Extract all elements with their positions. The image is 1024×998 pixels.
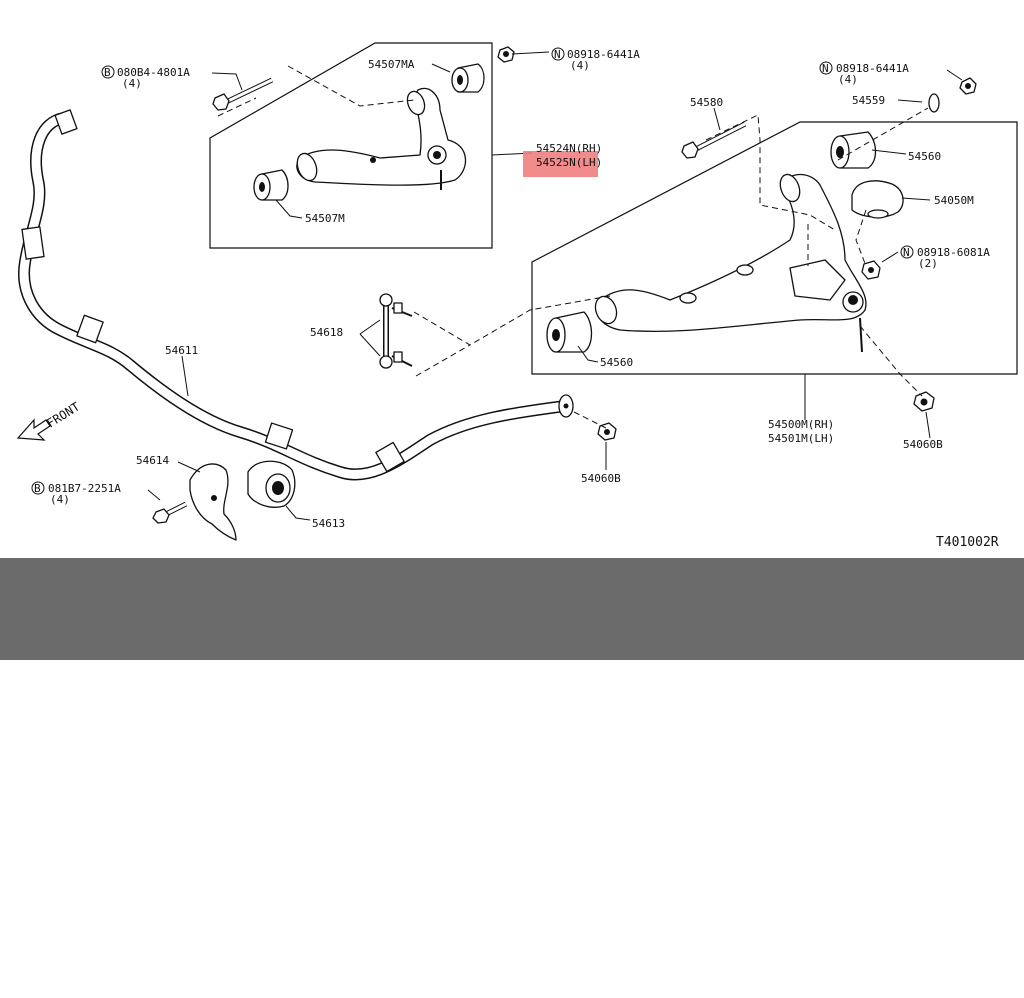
footer-short-code: N - 54525N [722,812,912,853]
bushing-54560-lower [546,311,593,353]
label-54613: 54613 [312,517,345,530]
label-nut-right-qty: (4) [838,73,858,86]
nut-54060b-right [913,391,935,412]
callouts: B 080B4-4801A (4) 54507MA N 08918-6441A … [31,47,999,550]
footer-text: NISSAN INFINITI - 54525EB70D N - 54525N [0,558,1024,853]
label-bolt-upper: 080B4-4801A [117,66,190,79]
front-label: FRONT [44,400,82,431]
bushing-54507ma [451,63,485,93]
label-bolt-upper-qty: (4) [122,77,142,90]
nut-54060b-left [597,422,617,441]
label-nut-right: 08918-6441A [836,62,909,75]
label-54559: 54559 [852,94,885,107]
circle-n-1: N [554,48,561,61]
label-54611: 54611 [165,344,198,357]
bracket-54614 [189,463,237,541]
highlight-54525n [523,151,598,177]
label-54560-lower: 54560 [600,356,633,369]
label-54501m: 54501M(LH) [768,432,834,445]
front-arrow: FRONT [16,400,82,441]
stabilizer-bar [18,109,574,481]
bushing-54507m [253,169,289,201]
label-54050m: 54050M [934,194,974,207]
label-54614: 54614 [136,454,169,467]
label-54060b-left: 54060B [581,472,621,485]
label-54060b-right: 54060B [903,438,943,451]
lower-control-arm [594,173,867,353]
circle-n-3: N [903,246,910,259]
bushing-54560-upper [830,131,877,169]
label-bolt-lower: 081B7-2251A [48,482,121,495]
lower-arm-box [531,121,1018,375]
nut-upper [497,46,515,63]
nut-right [959,77,977,95]
label-54524n: 54524N(RH) [536,142,602,155]
footer-brand-part-number: NISSAN INFINITI - 54525EB70D [102,702,653,743]
upper-control-arm [296,87,467,190]
drawing-number: T401002R [936,535,999,550]
label-54525n: 54525N(LH) [536,156,602,169]
bolt-upper [212,77,274,111]
label-nut-upper-qty: (4) [570,59,590,72]
circle-b-1: B [104,66,111,79]
bolt-lower [152,501,188,524]
label-54560-upper: 54560 [908,150,941,163]
circle-b-2: B [34,482,41,495]
label-nut-upper: 08918-6441A [567,48,640,61]
stabilizer-link-54618 [379,293,413,369]
label-nut-lower-qty: (2) [918,257,938,270]
nut-lower [861,260,881,280]
bump-stop-54050m [851,180,904,219]
label-54507ma: 54507MA [368,58,415,71]
bushing-54613 [247,460,296,508]
upper-arm-box [209,42,493,249]
bolt-54580 [681,121,747,159]
label-54580: 54580 [690,96,723,109]
label-54507m: 54507M [305,212,345,225]
footer-bar: NISSAN INFINITI - 54525EB70D N - 54525N [0,558,1024,853]
label-bolt-lower-qty: (4) [50,493,70,506]
label-54500m: 54500M(RH) [768,418,834,431]
label-54618: 54618 [310,326,343,339]
parts-diagram: B 080B4-4801A (4) 54507MA N 08918-6441A … [16,42,1018,550]
washer-54559 [928,93,940,113]
circle-n-2: N [822,62,829,75]
label-nut-lower: 08918-6081A [917,246,990,259]
